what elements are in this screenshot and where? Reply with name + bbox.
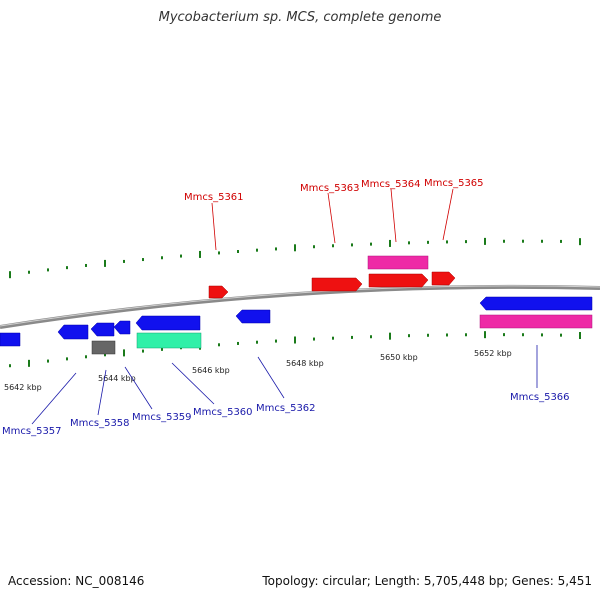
leader-mmcs-5362 xyxy=(257,356,285,399)
label-mmcs-5366[interactable]: Mmcs_5366 xyxy=(510,392,570,403)
rna-gene-mmcs-5366[interactable] xyxy=(479,314,593,329)
scale-label-5644: 5644 kbp xyxy=(98,374,136,383)
leader-mmcs-5363 xyxy=(327,192,336,244)
accession-text: Accession: NC_008146 xyxy=(8,574,145,588)
gene-mmcs-5359[interactable] xyxy=(113,320,131,335)
gene-left-edge[interactable] xyxy=(0,332,21,347)
label-mmcs-5365[interactable]: Mmcs_5365 xyxy=(424,178,484,189)
gene-mmcs-5357[interactable] xyxy=(57,324,89,340)
gene-mmcs-5363[interactable] xyxy=(311,277,363,292)
label-mmcs-5357[interactable]: Mmcs_5357 xyxy=(2,426,62,437)
label-mmcs-5360[interactable]: Mmcs_5360 xyxy=(193,407,253,418)
top-scale-ticks xyxy=(9,237,581,279)
gene-mmcs-5366[interactable] xyxy=(479,296,593,311)
genome-backbone-highlight xyxy=(0,285,600,327)
label-mmcs-5363[interactable]: Mmcs_5363 xyxy=(300,183,360,194)
pseudo-gene-mmcs-5360[interactable] xyxy=(136,332,202,349)
leader-mmcs-5364 xyxy=(390,188,397,243)
label-mmcs-5364[interactable]: Mmcs_5364 xyxy=(361,179,421,190)
label-mmcs-5359[interactable]: Mmcs_5359 xyxy=(132,412,192,423)
genome-backbone xyxy=(0,284,600,329)
gene-mmcs-5361[interactable] xyxy=(208,285,229,299)
scale-label-5646: 5646 kbp xyxy=(192,366,230,375)
gene-mmcs-5365[interactable] xyxy=(431,271,456,286)
scale-label-5652: 5652 kbp xyxy=(474,349,512,358)
leader-mmcs-5358 xyxy=(97,369,107,416)
leader-mmcs-5359 xyxy=(124,366,153,410)
scale-label-5648: 5648 kbp xyxy=(286,359,324,368)
genome-summary-text: Topology: circular; Length: 5,705,448 bp… xyxy=(262,574,592,588)
rna-gene-mmcs-5364[interactable] xyxy=(367,255,429,270)
leader-mmcs-5357 xyxy=(31,372,77,425)
gene-mmcs-5360[interactable] xyxy=(135,315,201,331)
leader-mmcs-5361 xyxy=(211,202,217,251)
gene-mmcs-5358-other[interactable] xyxy=(91,340,116,355)
scale-label-5650: 5650 kbp xyxy=(380,353,418,362)
gene-mmcs-5358[interactable] xyxy=(90,322,115,337)
label-mmcs-5358[interactable]: Mmcs_5358 xyxy=(70,418,130,429)
label-mmcs-5361[interactable]: Mmcs_5361 xyxy=(184,192,244,203)
gene-mmcs-5364[interactable] xyxy=(368,273,429,288)
label-mmcs-5362[interactable]: Mmcs_5362 xyxy=(256,403,316,414)
leader-mmcs-5365 xyxy=(442,188,454,241)
gene-mmcs-5362[interactable] xyxy=(235,309,271,324)
leader-mmcs-5360 xyxy=(171,362,215,405)
map-title: Mycobacterium sp. MCS, complete genome xyxy=(158,10,442,25)
scale-label-5642: 5642 kbp xyxy=(4,383,42,392)
